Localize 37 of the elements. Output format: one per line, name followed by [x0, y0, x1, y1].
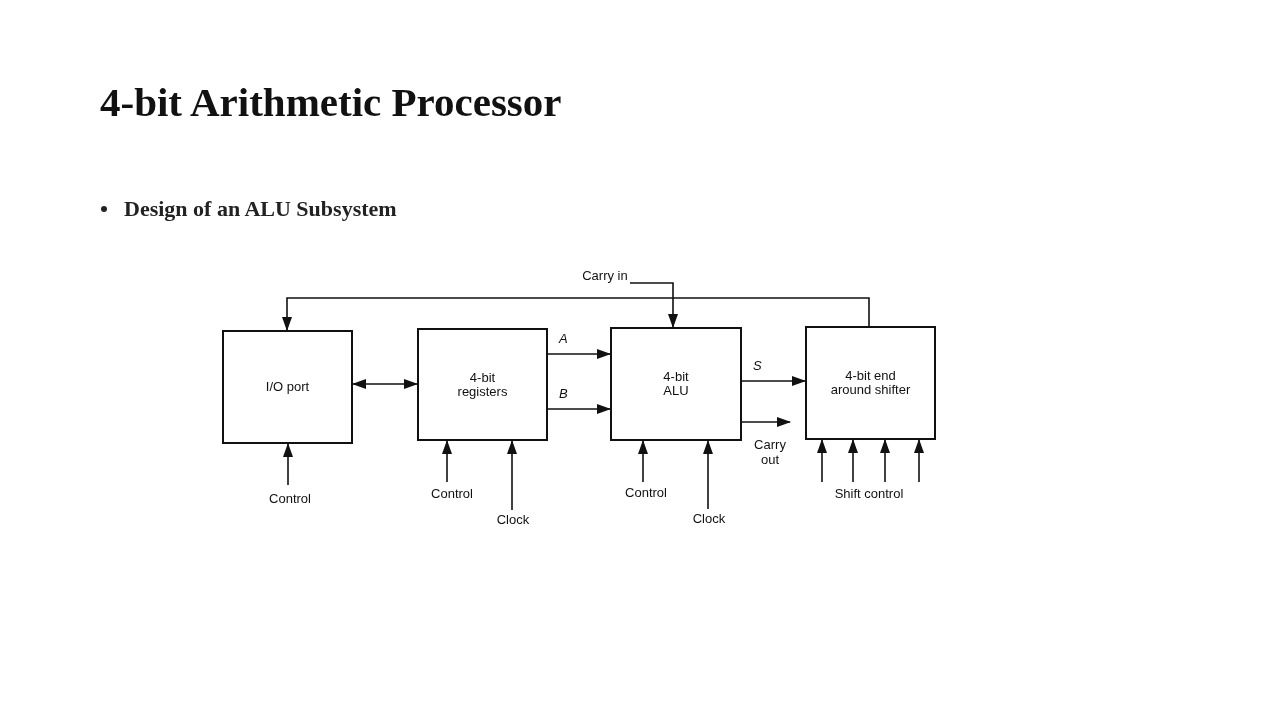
arrow	[741, 417, 791, 427]
arrow	[880, 439, 890, 483]
signal-label: Control	[616, 485, 676, 500]
arrow	[741, 376, 806, 386]
signal-label: Clock	[490, 512, 536, 527]
arrow	[507, 440, 517, 511]
edge-label: S	[752, 359, 763, 373]
edge-label: B	[558, 387, 569, 401]
signal-label: Carry out	[748, 437, 792, 467]
title: 4-bit Arithmetic Processor	[100, 78, 562, 126]
block-label: 4-bit ALU	[662, 370, 690, 398]
signal-label: Clock	[686, 511, 732, 526]
block-label: I/O port	[264, 380, 311, 394]
arrow	[282, 297, 870, 331]
edge-label: A	[558, 332, 569, 346]
block-box	[222, 330, 353, 444]
arrow	[283, 443, 293, 486]
arrow	[914, 439, 924, 483]
signal-label: Carry in	[576, 268, 634, 283]
arrow	[442, 440, 452, 483]
signal-label: Control	[260, 491, 320, 506]
block-box	[805, 326, 936, 440]
arrow	[703, 440, 713, 510]
arrow	[629, 282, 678, 328]
arrow	[848, 439, 858, 483]
arrow	[817, 439, 827, 483]
block-box	[417, 328, 548, 441]
block-box	[610, 327, 742, 441]
arrow	[547, 349, 611, 359]
arrow	[547, 404, 611, 414]
block-label: 4-bit registers	[456, 370, 509, 399]
subtitle: Design of an ALU Subsystem	[124, 196, 397, 222]
arrow	[638, 440, 648, 483]
double-arrow	[352, 379, 418, 389]
signal-label: Shift control	[822, 486, 916, 501]
signal-label: Control	[422, 486, 482, 501]
block-label: 4-bit end around shifter	[829, 369, 912, 397]
